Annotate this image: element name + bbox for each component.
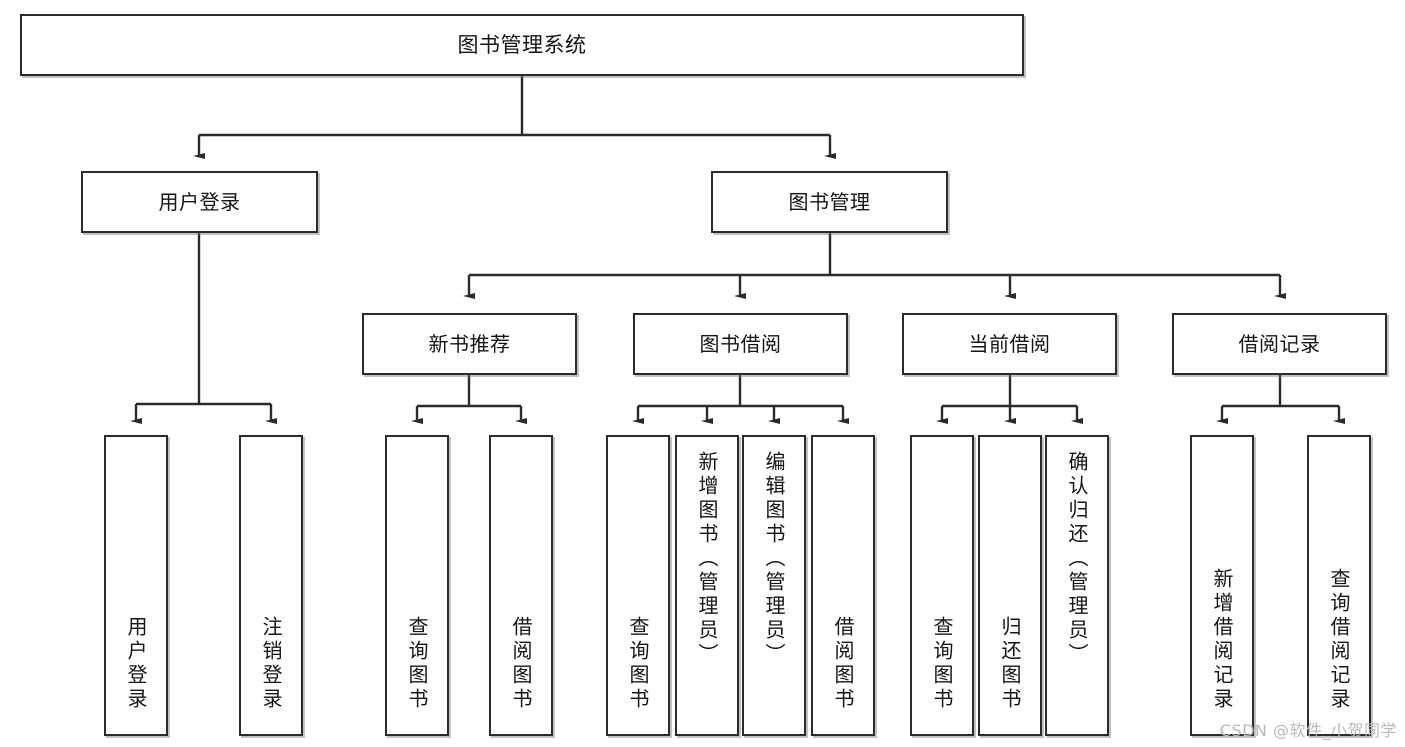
leaf-user-login-label: 用户登录	[124, 616, 148, 712]
leaf-query-book-current-label: 查询图书	[930, 616, 954, 712]
node-book-borrow[interactable]: 图书借阅	[633, 313, 848, 375]
leaf-add-borrow-record[interactable]: 新增借阅记录	[1190, 435, 1254, 736]
leaf-edit-book-admin-label: 编辑图书（管理员）	[762, 451, 786, 667]
leaf-query-book-borrow[interactable]: 查询图书	[606, 435, 670, 736]
leaf-query-borrow-record-label: 查询借阅记录	[1327, 568, 1351, 712]
node-user-login[interactable]: 用户登录	[81, 171, 318, 233]
leaf-add-borrow-record-label: 新增借阅记录	[1210, 568, 1234, 712]
leaf-user-login[interactable]: 用户登录	[104, 435, 168, 736]
leaf-borrow-book-newbook[interactable]: 借阅图书	[489, 435, 553, 736]
leaf-logout-label: 注销登录	[259, 616, 283, 712]
leaf-query-book-newbook-label: 查询图书	[405, 616, 429, 712]
leaf-confirm-return-admin[interactable]: 确认归还（管理员）	[1045, 435, 1109, 736]
leaf-return-book-label: 归还图书	[998, 616, 1022, 712]
leaf-add-book-admin-label: 新增图书（管理员）	[695, 451, 719, 667]
node-book-management[interactable]: 图书管理	[711, 171, 948, 233]
node-current-borrow[interactable]: 当前借阅	[902, 313, 1117, 375]
leaf-confirm-return-admin-label: 确认归还（管理员）	[1065, 451, 1089, 667]
leaf-borrow-book-borrow[interactable]: 借阅图书	[811, 435, 875, 736]
node-new-book-recommend-label: 新书推荐	[428, 331, 511, 356]
node-current-borrow-label: 当前借阅	[968, 331, 1051, 356]
watermark-text: CSDN @软件_小贺同学	[1219, 721, 1397, 740]
leaf-borrow-book-borrow-label: 借阅图书	[831, 616, 855, 712]
leaf-borrow-book-newbook-label: 借阅图书	[509, 616, 533, 712]
node-new-book-recommend[interactable]: 新书推荐	[362, 313, 577, 375]
leaf-logout[interactable]: 注销登录	[239, 435, 303, 736]
leaf-query-book-current[interactable]: 查询图书	[910, 435, 974, 736]
node-user-login-label: 用户登录	[158, 189, 241, 214]
leaf-query-borrow-record[interactable]: 查询借阅记录	[1307, 435, 1371, 736]
node-root[interactable]: 图书管理系统	[20, 14, 1024, 76]
node-book-borrow-label: 图书借阅	[699, 331, 782, 356]
node-borrow-record-label: 借阅记录	[1238, 331, 1321, 356]
leaf-add-book-admin[interactable]: 新增图书（管理员）	[675, 435, 739, 736]
node-book-management-label: 图书管理	[788, 189, 871, 214]
leaf-query-book-borrow-label: 查询图书	[626, 616, 650, 712]
node-root-label: 图书管理系统	[457, 32, 587, 57]
leaf-return-book[interactable]: 归还图书	[978, 435, 1042, 736]
leaf-query-book-newbook[interactable]: 查询图书	[385, 435, 449, 736]
leaf-edit-book-admin[interactable]: 编辑图书（管理员）	[742, 435, 806, 736]
node-borrow-record[interactable]: 借阅记录	[1172, 313, 1387, 375]
